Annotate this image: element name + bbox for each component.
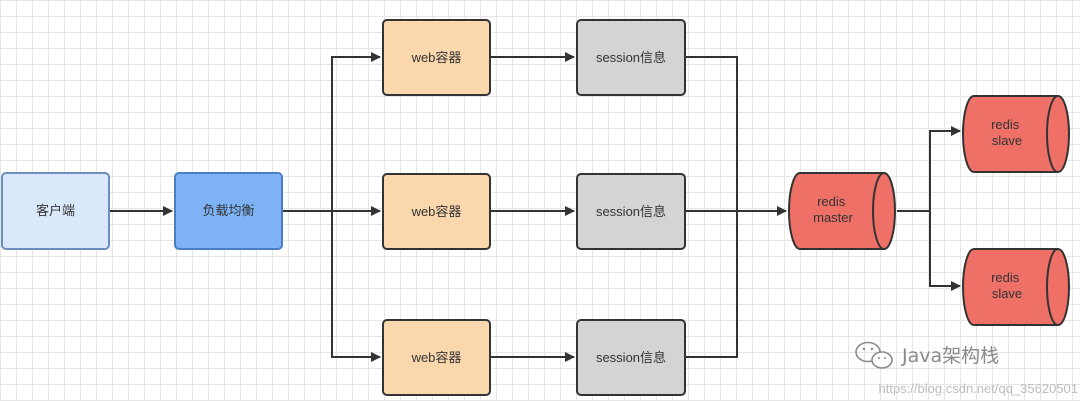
wechat-icon <box>855 341 893 369</box>
web-container-label-2: web容器 <box>411 204 462 219</box>
redis-slave-node-2[interactable]: redis slave <box>962 248 1070 326</box>
watermark-url: https://blog.csdn.net/qq_35620501 <box>879 381 1079 396</box>
web-container-label-1: web容器 <box>411 50 462 65</box>
web-container-label-3: web容器 <box>411 350 462 365</box>
web-container-node-2[interactable]: web容器 <box>382 173 491 250</box>
session-node-3[interactable]: session信息 <box>576 319 686 396</box>
session-node-1[interactable]: session信息 <box>576 19 686 96</box>
edge-redis-master-to-slave-2 <box>929 211 961 291</box>
edge-session-3-to-redis-master <box>686 211 738 358</box>
client-node[interactable]: 客户端 <box>1 172 110 250</box>
redis-master-node[interactable]: redis master <box>788 172 896 250</box>
redis-slave-2-line-2: slave <box>992 286 1022 301</box>
edge-redis-master-to-slave-1 <box>897 126 961 212</box>
web-container-node-1[interactable]: web容器 <box>382 19 491 96</box>
edge-session-1-to-redis-master <box>686 56 738 211</box>
edges <box>110 52 961 362</box>
redis-slave-label-1: redis slave <box>991 117 1023 148</box>
redis-slave-label-2: redis slave <box>991 270 1023 301</box>
session-label-1: session信息 <box>596 50 666 65</box>
session-node-2[interactable]: session信息 <box>576 173 686 250</box>
session-label-2: session信息 <box>596 204 666 219</box>
watermark: Java架构栈 https://blog.csdn.net/qq_3562050… <box>855 341 1079 396</box>
edge-load-balancer-to-web-3 <box>331 211 381 362</box>
redis-master-line-1: redis <box>817 194 846 209</box>
client-label: 客户端 <box>36 203 75 218</box>
redis-master-label: redis master <box>813 194 853 225</box>
redis-slave-1-line-1: redis <box>991 117 1020 132</box>
watermark-brand: Java架构栈 <box>901 345 999 367</box>
load-balancer-label: 负载均衡 <box>202 203 254 218</box>
load-balancer-node[interactable]: 负载均衡 <box>174 172 283 250</box>
redis-slave-node-1[interactable]: redis slave <box>962 95 1070 173</box>
edge-load-balancer-to-web-1 <box>331 52 381 211</box>
redis-slave-2-line-1: redis <box>991 270 1020 285</box>
web-container-node-3[interactable]: web容器 <box>382 319 491 396</box>
session-label-3: session信息 <box>596 350 666 365</box>
redis-slave-1-line-2: slave <box>992 133 1022 148</box>
redis-master-line-2: master <box>813 210 853 225</box>
